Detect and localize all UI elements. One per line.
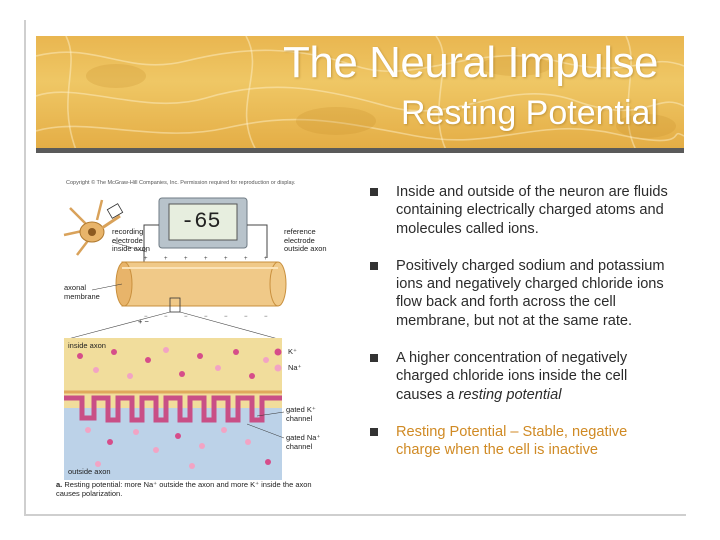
axon-tube bbox=[115, 261, 287, 307]
banner-underline bbox=[36, 148, 684, 153]
figure-caption-letter: a. bbox=[56, 480, 63, 489]
bullet-item: Resting Potential – Stable, negative cha… bbox=[370, 423, 670, 460]
svg-text:−: − bbox=[204, 314, 208, 320]
bullet-text-emphasis: resting potential bbox=[458, 386, 562, 403]
label-inside-axon: inside axon bbox=[68, 341, 106, 350]
bullet-text: Resting Potential – Stable, negative cha… bbox=[396, 423, 628, 459]
svg-text:+: + bbox=[164, 256, 168, 262]
label-k-ion: K⁺ bbox=[288, 347, 297, 356]
slide-subtitle: Resting Potential bbox=[400, 94, 658, 132]
svg-text:−: − bbox=[224, 314, 228, 320]
slide-title: The Neural Impulse bbox=[283, 38, 658, 87]
square-bullet-icon bbox=[370, 354, 378, 363]
square-bullet-icon bbox=[370, 261, 378, 270]
bullet-text: A higher concentration of negatively cha… bbox=[396, 350, 627, 403]
slide-frame-bottom bbox=[24, 514, 686, 516]
svg-text:−: − bbox=[144, 314, 148, 320]
figure-caption: a. Resting potential: more Na⁺ outside t… bbox=[56, 480, 332, 498]
svg-text:+: + bbox=[144, 256, 148, 262]
svg-text:−: − bbox=[164, 314, 168, 320]
membrane-panel bbox=[64, 338, 282, 480]
label-na-ion: Na⁺ bbox=[288, 363, 302, 372]
banner-texture bbox=[36, 36, 684, 150]
square-bullet-icon bbox=[370, 188, 378, 196]
label-axonal-membrane: axonal membrane bbox=[64, 283, 100, 301]
voltmeter bbox=[158, 197, 248, 249]
svg-text:−: − bbox=[184, 314, 188, 320]
resting-potential-figure: Copyright © The McGraw-Hill Companies, I… bbox=[52, 180, 334, 502]
label-reference-electrode: reference electrode outside axon bbox=[284, 227, 327, 253]
bullet-text: Positively charged sodium and potassium … bbox=[396, 257, 665, 329]
bullet-item: A higher concentration of negatively cha… bbox=[370, 349, 670, 404]
svg-text:+: + bbox=[184, 256, 188, 262]
label-gated-na-channel: gated Na⁺ channel bbox=[286, 433, 321, 451]
bullet-item: Inside and outside of the neuron are flu… bbox=[370, 183, 670, 238]
svg-text:+: + bbox=[264, 256, 268, 262]
figure-copyright: Copyright © The McGraw-Hill Companies, I… bbox=[66, 180, 296, 186]
label-gated-k-channel: gated K⁺ channel bbox=[286, 405, 316, 423]
figure-illustration: +++++++ −−−−−−− bbox=[63, 197, 287, 480]
figure-caption-text: Resting potential: more Na⁺ outside the … bbox=[56, 480, 312, 498]
label-plus-minus: + − bbox=[138, 317, 149, 326]
bullet-list: Inside and outside of the neuron are flu… bbox=[370, 183, 670, 479]
bullet-item: Positively charged sodium and potassium … bbox=[370, 257, 670, 330]
label-recording-electrode: recording electrode inside axon bbox=[112, 227, 150, 253]
svg-text:+: + bbox=[204, 256, 208, 262]
meter-readout: -65 bbox=[181, 209, 221, 234]
bullet-text-plain: A higher concentration of negatively cha… bbox=[396, 350, 628, 403]
title-banner: The Neural Impulse Resting Potential bbox=[36, 36, 684, 150]
bullet-text: Inside and outside of the neuron are flu… bbox=[396, 184, 668, 237]
neuron-icon bbox=[63, 199, 121, 256]
ion-markers bbox=[77, 347, 271, 469]
svg-text:+: + bbox=[244, 256, 248, 262]
square-bullet-icon bbox=[370, 427, 378, 436]
svg-text:−: − bbox=[264, 314, 268, 320]
svg-text:+: + bbox=[224, 256, 228, 262]
svg-text:−: − bbox=[244, 314, 248, 320]
label-outside-axon: outside axon bbox=[68, 467, 111, 476]
slide-frame-left bbox=[24, 20, 26, 516]
